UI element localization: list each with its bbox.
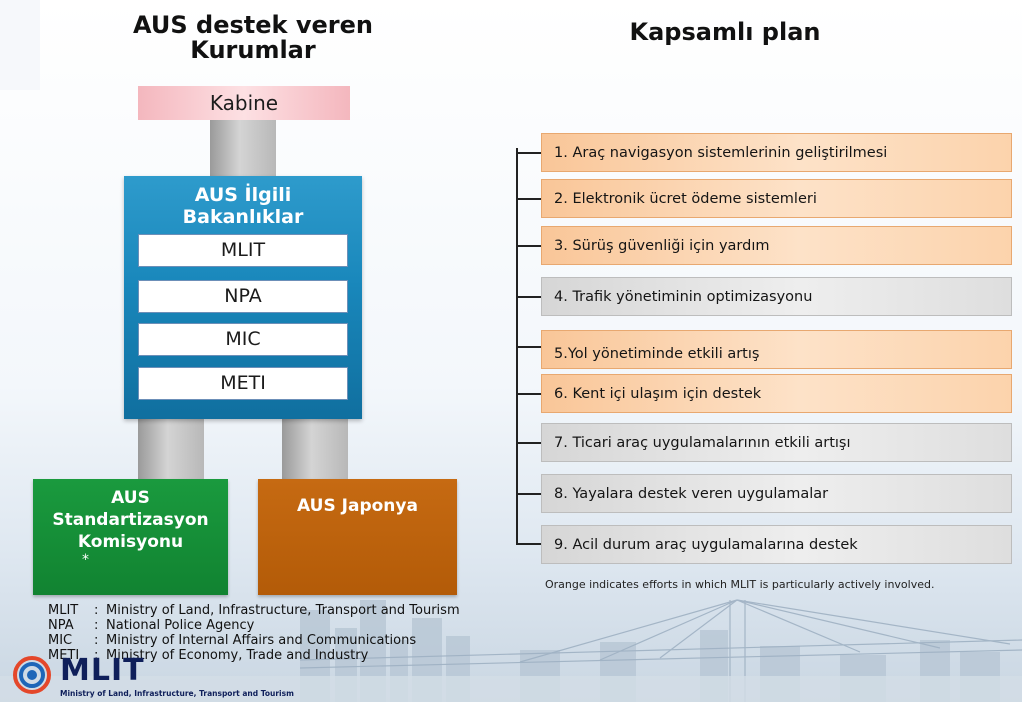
ministry-box-npa: NPA [138, 280, 348, 313]
abbreviation-code: NPA [48, 618, 74, 633]
mlit-logo-icon [13, 656, 51, 694]
plan-item-9: 9. Acil durum araç uygulamalarına destek [541, 525, 1012, 564]
mlit-logo-word: MLIT [60, 653, 145, 688]
plan-tick [516, 198, 541, 200]
plan-item-8: 8. Yayalara destek veren uygulamalar [541, 474, 1012, 513]
plan-tick [516, 393, 541, 395]
abbreviation-row: MIC : Ministry of Internal Affairs and C… [48, 633, 460, 648]
ministry-box-mic: MIC [138, 323, 348, 356]
committee-asterisk: * [82, 552, 89, 568]
aus-japan-label: AUS Japonya [297, 496, 418, 516]
abbreviation-separator: : [94, 633, 99, 648]
plan-item-2: 2. Elektronik ücret ödeme sistemleri [541, 179, 1012, 218]
abbreviation-text: Ministry of Land, Infrastructure, Transp… [106, 603, 460, 618]
abbreviation-separator: : [94, 603, 99, 618]
left-heading-line2: Kurumlar [190, 36, 316, 65]
ministries-title: AUS İlgili Bakanlıklar [124, 184, 362, 228]
ministries-title-line2: Bakanlıklar [182, 206, 304, 228]
plan-tick [516, 296, 541, 298]
abbreviation-text: Ministry of Internal Affairs and Communi… [106, 633, 417, 648]
plan-tick [516, 346, 541, 348]
ministry-box-meti: METI [138, 367, 348, 400]
committee-line2: Standartizasyon [52, 510, 209, 530]
abbreviation-code: MLIT [48, 603, 79, 618]
plan-tick [516, 442, 541, 444]
abbreviation-row: NPA : National Police Agency [48, 618, 460, 633]
abbreviation-text: Ministry of Economy, Trade and Industry [106, 648, 369, 663]
aus-japan-box [258, 479, 457, 595]
plan-tick [516, 245, 541, 247]
abbreviation-code: METI [48, 648, 80, 663]
abbreviation-list: MLIT : Ministry of Land, Infrastructure,… [48, 603, 460, 663]
ministry-box-mlit: MLIT [138, 234, 348, 267]
plan-item-1: 1. Araç navigasyon sistemlerinin gelişti… [541, 133, 1012, 172]
left-heading: AUS destek veren Kurumlar [118, 11, 388, 65]
plan-item-6: 6. Kent içi ulaşım için destek [541, 374, 1012, 413]
abbreviation-row: METI : Ministry of Economy, Trade and In… [48, 648, 460, 663]
aus-japan-connector [282, 419, 348, 479]
committee-line1: AUS [111, 488, 150, 508]
plan-item-3: 3. Sürüş güvenliği için yardım [541, 226, 1012, 265]
right-heading: Kapsamlı plan [629, 18, 821, 46]
mlit-logo-caption: Ministry of Land, Infrastructure, Transp… [60, 689, 294, 698]
orange-legend-note: Orange indicates efforts in which MLIT i… [545, 578, 935, 591]
standardization-committee-label: AUS Standartizasyon Komisyonu [33, 487, 228, 553]
plan-tick [516, 493, 541, 495]
plan-item-4: 4. Trafik yönetiminin optimizasyonu [541, 277, 1012, 316]
abbreviation-code: MIC [48, 633, 73, 648]
ministries-title-line1: AUS İlgili [194, 184, 292, 206]
left-heading-line1: AUS destek veren [133, 11, 373, 39]
plan-tick [516, 152, 541, 154]
abbreviation-row: MLIT : Ministry of Land, Infrastructure,… [48, 603, 460, 618]
committee-connector [138, 419, 204, 479]
abbreviation-separator: : [94, 648, 99, 663]
committee-line3: Komisyonu [77, 532, 184, 552]
abbreviation-separator: : [94, 618, 99, 633]
cabinet-box: Kabine [138, 86, 350, 120]
cabinet-connector [210, 120, 276, 176]
abbreviation-text: National Police Agency [106, 618, 255, 633]
plan-item-5: 5.Yol yönetiminde etkili artış [541, 330, 1012, 369]
plan-item-7: 7. Ticari araç uygulamalarının etkili ar… [541, 423, 1012, 462]
plan-tick [516, 543, 541, 545]
standardization-committee-box [33, 479, 228, 595]
